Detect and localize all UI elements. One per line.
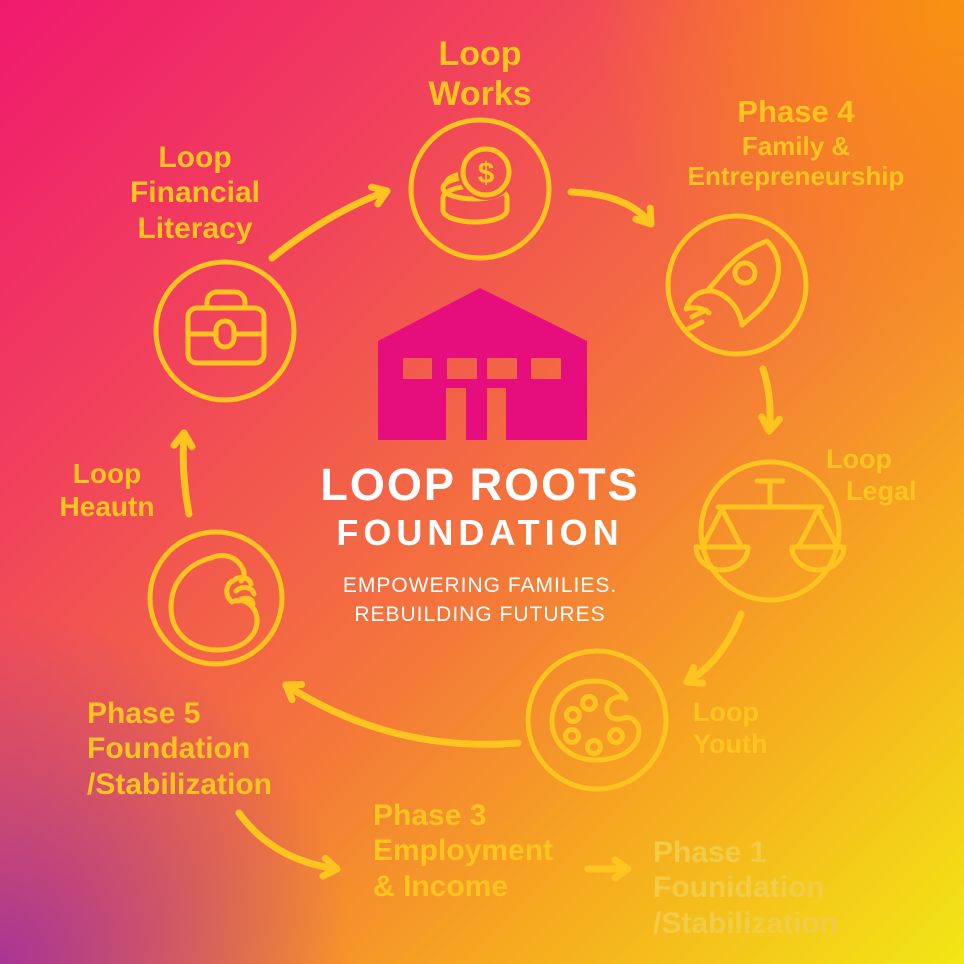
label-line: Phase 4 bbox=[737, 94, 855, 129]
arrow-legal-to-youth bbox=[683, 610, 745, 687]
label-line: Loop bbox=[693, 697, 759, 727]
org-tagline: EMPOWERING FAMILIES. REBUILDING FUTURES bbox=[290, 572, 670, 630]
arrow-health-to-financial bbox=[170, 429, 196, 518]
label-phase-1: Phase 1 Founidation /Stabilization bbox=[653, 835, 838, 941]
label-line: Loop bbox=[72, 458, 142, 489]
arrow-phase5-to-phase3 bbox=[235, 809, 341, 880]
muscle-icon bbox=[168, 553, 260, 653]
rocket-icon bbox=[683, 238, 782, 333]
label-loop-works: Loop Works bbox=[380, 34, 580, 114]
label-phase-4: Phase 4 Family & Entrepreneurship bbox=[640, 94, 952, 192]
youth-circle bbox=[525, 648, 669, 792]
label-loop-legal: Loop Legal bbox=[826, 444, 917, 508]
label-line: Phase 3 bbox=[373, 799, 487, 832]
label-line: /Stabilization bbox=[87, 767, 273, 801]
label-line: Works bbox=[428, 75, 532, 114]
center-logo-text: LOOP ROOTS FOUNDATION EMPOWERING FAMILIE… bbox=[290, 460, 670, 630]
coins-icon: $ bbox=[440, 146, 512, 225]
arrow-works-to-phase4 bbox=[567, 188, 655, 228]
label-line: Loop bbox=[438, 35, 522, 73]
phase4-circle bbox=[665, 213, 809, 357]
works-circle bbox=[408, 117, 552, 261]
arrow-youth-to-health bbox=[282, 680, 522, 748]
dollar-sign: $ bbox=[478, 157, 495, 190]
label-line: Employment bbox=[373, 834, 554, 868]
label-line: & Income bbox=[373, 869, 509, 903]
tagline-line: REBUILDING FUTURES bbox=[354, 603, 606, 627]
flow-arrows bbox=[170, 183, 784, 882]
label-line: Heautn bbox=[59, 491, 155, 523]
label-line: Literacy bbox=[137, 211, 253, 245]
label-line: Legal bbox=[846, 475, 917, 506]
label-line: Loop bbox=[826, 444, 892, 474]
label-line: Phase 1 bbox=[653, 836, 767, 869]
label-line: Phase 5 bbox=[87, 697, 201, 730]
legal-circle bbox=[698, 459, 842, 603]
label-phase-3: Phase 3 Employment & Income bbox=[373, 798, 553, 904]
briefcase-icon bbox=[185, 289, 267, 366]
arrow-phase4-to-legal bbox=[758, 365, 784, 435]
palette-icon bbox=[549, 678, 642, 763]
label-line: Loop bbox=[158, 141, 232, 174]
arrow-financial-to-works bbox=[268, 183, 391, 262]
financial-circle bbox=[153, 259, 297, 403]
label-loop-health: Loop Heautn bbox=[40, 457, 174, 523]
scales-icon bbox=[693, 478, 847, 573]
house-icon bbox=[378, 288, 587, 440]
health-circle bbox=[147, 529, 285, 667]
org-title-line1: LOOP ROOTS bbox=[320, 459, 640, 510]
label-phase-5: Phase 5 Foundation /Stabilization bbox=[87, 696, 272, 802]
label-line: /Stabilization bbox=[653, 906, 839, 940]
label-line: Financial bbox=[129, 176, 261, 210]
label-loop-youth: Loop Youth bbox=[693, 697, 767, 761]
org-title-line2: FOUNDATION bbox=[336, 511, 624, 553]
label-loop-financial-literacy: Loop Financial Literacy bbox=[95, 140, 295, 246]
tagline-line: EMPOWERING FAMILIES. bbox=[342, 574, 618, 598]
label-line: Youth bbox=[693, 728, 768, 759]
label-line: Entrepreneurship bbox=[687, 161, 905, 192]
label-line: Founidation bbox=[653, 871, 825, 905]
label-line: Foundation bbox=[87, 732, 251, 766]
label-line: Family & bbox=[741, 130, 851, 161]
